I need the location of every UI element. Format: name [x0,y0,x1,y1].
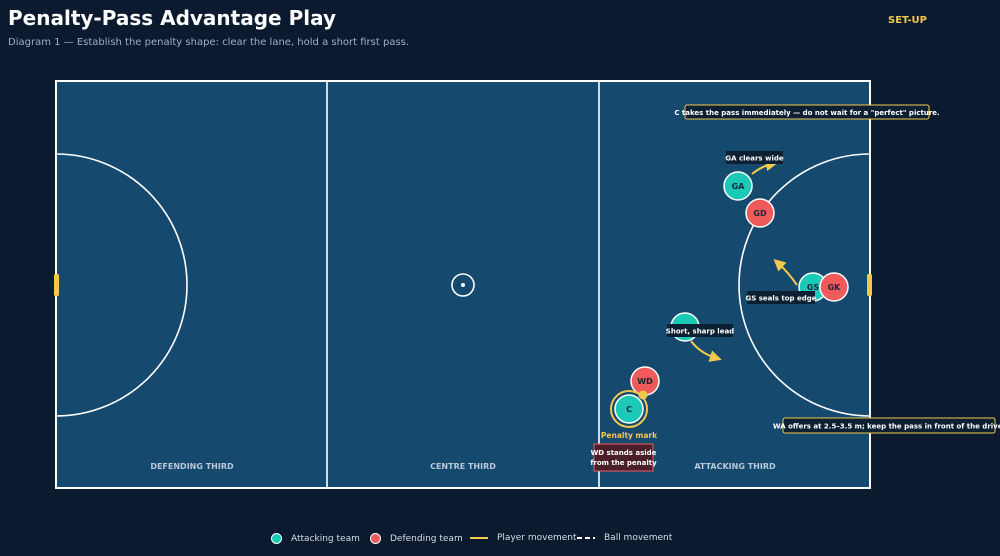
svg-text:GA clears wide: GA clears wide [725,155,784,163]
player-wd[interactable]: WD [630,366,660,396]
label-short-lead: Short, sharp lead [666,324,734,337]
legend-attacking-label: Attacking team [291,533,360,544]
svg-text:GK: GK [828,283,842,292]
svg-text:GA: GA [732,182,746,191]
gs-movement-arrow [773,258,798,286]
note-c-pass: C takes the pass immediately — do not wa… [674,104,940,120]
movement-line-icon [470,537,488,539]
page-title: Penalty-Pass Advantage Play [8,6,336,30]
svg-text:GS: GS [807,283,820,292]
goal-post-right [867,274,872,296]
svg-text:WD: WD [637,377,653,386]
centre-spot [461,283,465,287]
zone-label-centre: CENTRE THIRD [430,462,496,471]
svg-text:C: C [626,405,632,414]
zone-label-defending: DEFENDING THIRD [150,462,234,471]
defending-swatch-icon [370,533,381,544]
penalty-mark-ring [610,390,648,428]
legend-ball-label: Ball movement [604,533,673,543]
svg-text:WA offers at 2.5–3.5 m; keep t: WA offers at 2.5–3.5 m; keep the pass in… [773,423,1000,431]
centre-circle [451,273,475,297]
label-wd-aside: WD stands aside from the penalty [590,443,657,472]
svg-text:WD stands aside: WD stands aside [591,449,657,457]
svg-text:from the penalty: from the penalty [590,459,657,467]
legend-attacking: Attacking team [271,533,360,544]
note-wa-offer: WA offers at 2.5–3.5 m; keep the pass in… [773,417,1000,434]
svg-text:GD: GD [753,209,767,218]
legend-movement-label: Player movement [497,533,577,543]
legend-defending-label: Defending team [390,533,463,544]
player-gd[interactable]: GD [745,198,775,228]
player-c[interactable]: C [614,394,644,424]
label-ga-clears: GA clears wide [725,151,784,164]
label-gs-seals: GS seals top edge [746,291,817,304]
player-ga[interactable]: GA [723,171,753,201]
ball-line-icon [577,537,595,539]
legend-movement: Player movement [470,533,577,543]
shooting-circle-left [55,153,188,417]
player-gk[interactable]: GK [819,272,849,302]
ball-icon [638,390,648,400]
lead-movement-arrow [690,340,722,362]
shooting-circle-right [738,153,871,417]
attacking-swatch-icon [271,533,282,544]
legend-defending: Defending team [370,533,463,544]
zone-label-attacking: ATTACKING THIRD [694,462,776,471]
ga-movement-arrow [751,159,778,175]
svg-text:Short, sharp lead: Short, sharp lead [666,328,734,336]
page-subtitle: Diagram 1 — Establish the penalty shape:… [8,37,410,48]
phase-tag: SET-UP [888,15,927,26]
legend-ball: Ball movement [577,533,672,543]
goal-post-left [54,274,59,296]
label-penalty-mark: Penalty mark [601,431,658,440]
svg-text:C takes the pass immediately —: C takes the pass immediately — do not wa… [674,109,939,117]
svg-text:GS seals top edge: GS seals top edge [746,295,817,303]
